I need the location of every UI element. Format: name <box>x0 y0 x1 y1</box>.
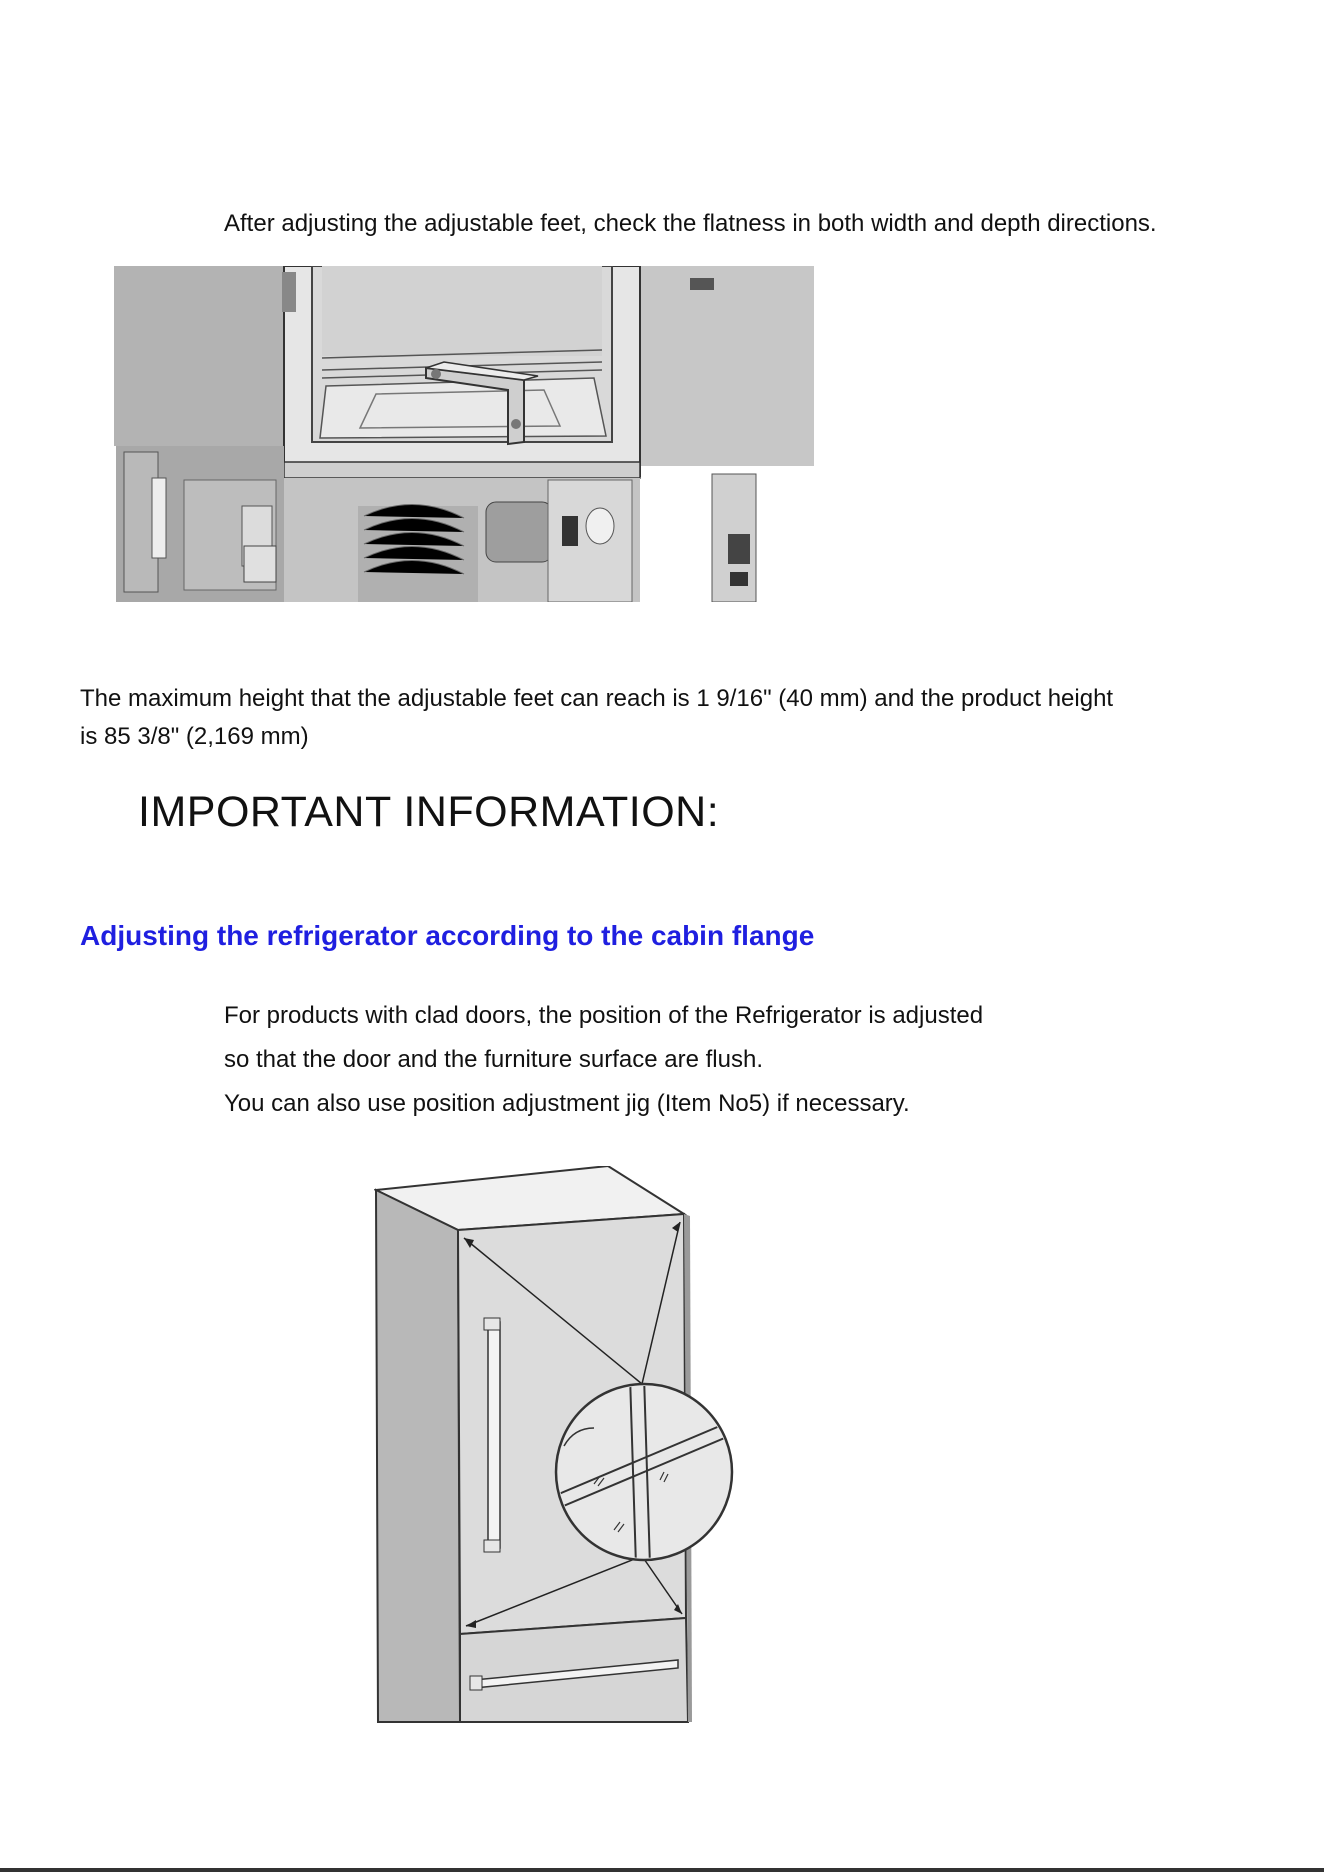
level-check-illustration <box>114 266 814 602</box>
height-note-line-2: is 85 3/8" (2,169 mm) <box>80 723 309 750</box>
door-flush-illustration <box>374 1166 734 1723</box>
page-bottom-rule <box>0 1868 1324 1872</box>
section-heading: Adjusting the refrigerator according to … <box>80 920 815 951</box>
intro-instruction: After adjusting the adjustable feet, che… <box>224 210 1157 237</box>
section-line-1: For products with clad doors, the positi… <box>224 1002 984 1029</box>
section-line-3: You can also use position adjustment jig… <box>224 1090 910 1117</box>
important-information-title: IMPORTANT INFORMATION: <box>138 788 720 836</box>
height-note-line-1: The maximum height that the adjustable f… <box>80 685 1114 712</box>
section-line-2: so that the door and the furniture surfa… <box>224 1046 763 1073</box>
